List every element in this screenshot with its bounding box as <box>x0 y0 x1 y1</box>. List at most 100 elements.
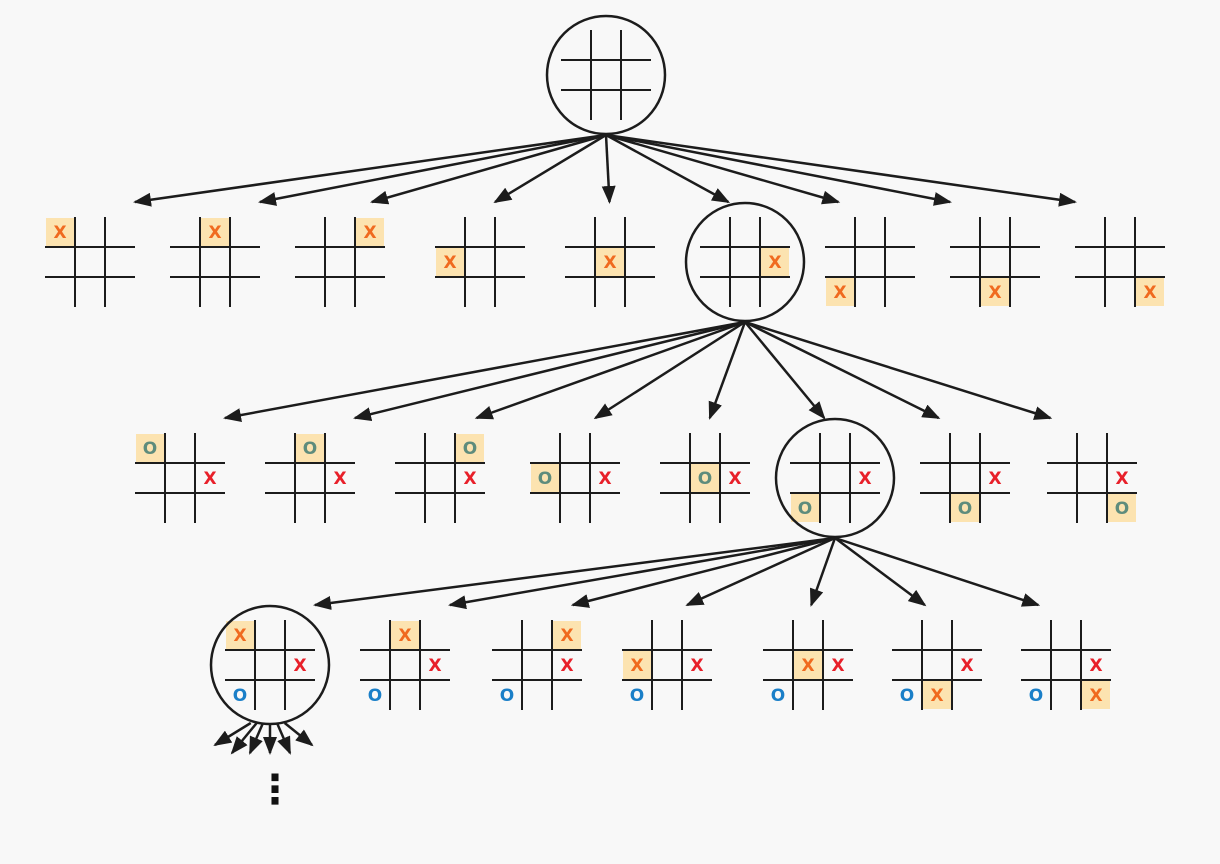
x-mark: X <box>1089 686 1102 706</box>
o-mark: O <box>1029 686 1043 706</box>
o-mark: O <box>900 686 914 706</box>
arrow <box>708 321 747 420</box>
board: X O X <box>1021 620 1111 710</box>
arrow <box>605 133 952 206</box>
o-mark: O <box>771 686 785 706</box>
new-move-highlight <box>981 278 1009 306</box>
o-mark: O <box>233 686 247 706</box>
new-move-highlight <box>436 248 464 276</box>
arrow <box>369 133 607 205</box>
arrow <box>809 537 837 607</box>
x-mark: X <box>960 656 973 676</box>
circled-board: XO <box>774 417 896 539</box>
x-mark: X <box>208 223 221 243</box>
continuation-ellipsis: ⋮ <box>255 767 295 813</box>
arrow <box>283 722 314 747</box>
x-mark: X <box>833 283 846 303</box>
new-move-highlight <box>761 248 789 276</box>
new-move-highlight <box>596 248 624 276</box>
board: X <box>825 217 915 307</box>
board: XX O <box>360 620 450 710</box>
new-move-highlight <box>46 218 74 246</box>
board: X <box>170 217 260 307</box>
x-mark: X <box>598 469 611 489</box>
new-move-highlight <box>456 434 484 462</box>
circled-board <box>545 14 667 136</box>
x-mark: X <box>203 469 216 489</box>
arrow <box>353 320 746 421</box>
board: OX <box>265 433 355 523</box>
board: X <box>950 217 1040 307</box>
x-mark: X <box>463 469 476 489</box>
board: X <box>435 217 525 307</box>
o-mark: O <box>958 499 972 519</box>
x-mark: X <box>630 656 643 676</box>
new-move-highlight <box>923 681 951 709</box>
board: XO <box>1047 433 1137 523</box>
new-move-highlight <box>296 434 324 462</box>
arrow <box>605 133 1077 207</box>
o-mark: O <box>303 439 317 459</box>
board: OX <box>135 433 225 523</box>
x-mark: X <box>1089 656 1102 676</box>
arrow <box>744 320 941 420</box>
new-move-highlight <box>136 434 164 462</box>
board: X <box>295 217 385 307</box>
board: X <box>1075 217 1165 307</box>
x-mark: X <box>443 253 456 273</box>
new-move-highlight <box>356 218 384 246</box>
x-mark: X <box>333 469 346 489</box>
x-mark: X <box>988 283 1001 303</box>
x-mark: X <box>398 626 411 646</box>
arrow <box>313 536 836 610</box>
new-move-highlight <box>826 278 854 306</box>
o-mark: O <box>1115 499 1129 519</box>
x-mark: X <box>988 469 1001 489</box>
o-mark: O <box>698 469 712 489</box>
board: OX <box>395 433 485 523</box>
x-mark: X <box>1115 469 1128 489</box>
new-move-highlight <box>794 651 822 679</box>
arrow <box>744 320 1053 420</box>
new-move-highlight <box>391 621 419 649</box>
arrow <box>448 536 836 610</box>
o-mark: O <box>463 439 477 459</box>
arrow <box>248 722 265 755</box>
circled-board: XXO <box>209 604 331 726</box>
new-move-highlight <box>1082 681 1110 709</box>
o-mark: O <box>143 439 157 459</box>
o-mark: O <box>538 469 552 489</box>
new-move-highlight <box>791 494 819 522</box>
arrow <box>685 536 836 607</box>
arrow <box>275 722 292 755</box>
arrow <box>605 133 731 204</box>
o-mark: O <box>368 686 382 706</box>
x-mark: X <box>53 223 66 243</box>
arrow <box>213 721 252 747</box>
arrow <box>474 320 746 420</box>
x-mark: X <box>858 469 871 489</box>
x-mark: X <box>768 253 781 273</box>
selection-circle <box>209 604 331 726</box>
board: X <box>565 217 655 307</box>
arrow <box>593 320 746 420</box>
x-mark: X <box>293 656 306 676</box>
new-move-highlight <box>623 651 651 679</box>
x-mark: X <box>428 656 441 676</box>
arrow <box>493 133 607 204</box>
x-mark: X <box>363 223 376 243</box>
selection-circle <box>774 417 896 539</box>
x-mark: X <box>831 656 844 676</box>
arrow <box>834 536 1041 607</box>
circled-board: X <box>684 201 806 323</box>
arrow <box>601 134 616 204</box>
arrow <box>133 133 607 207</box>
o-mark: O <box>500 686 514 706</box>
arrow <box>744 321 826 420</box>
